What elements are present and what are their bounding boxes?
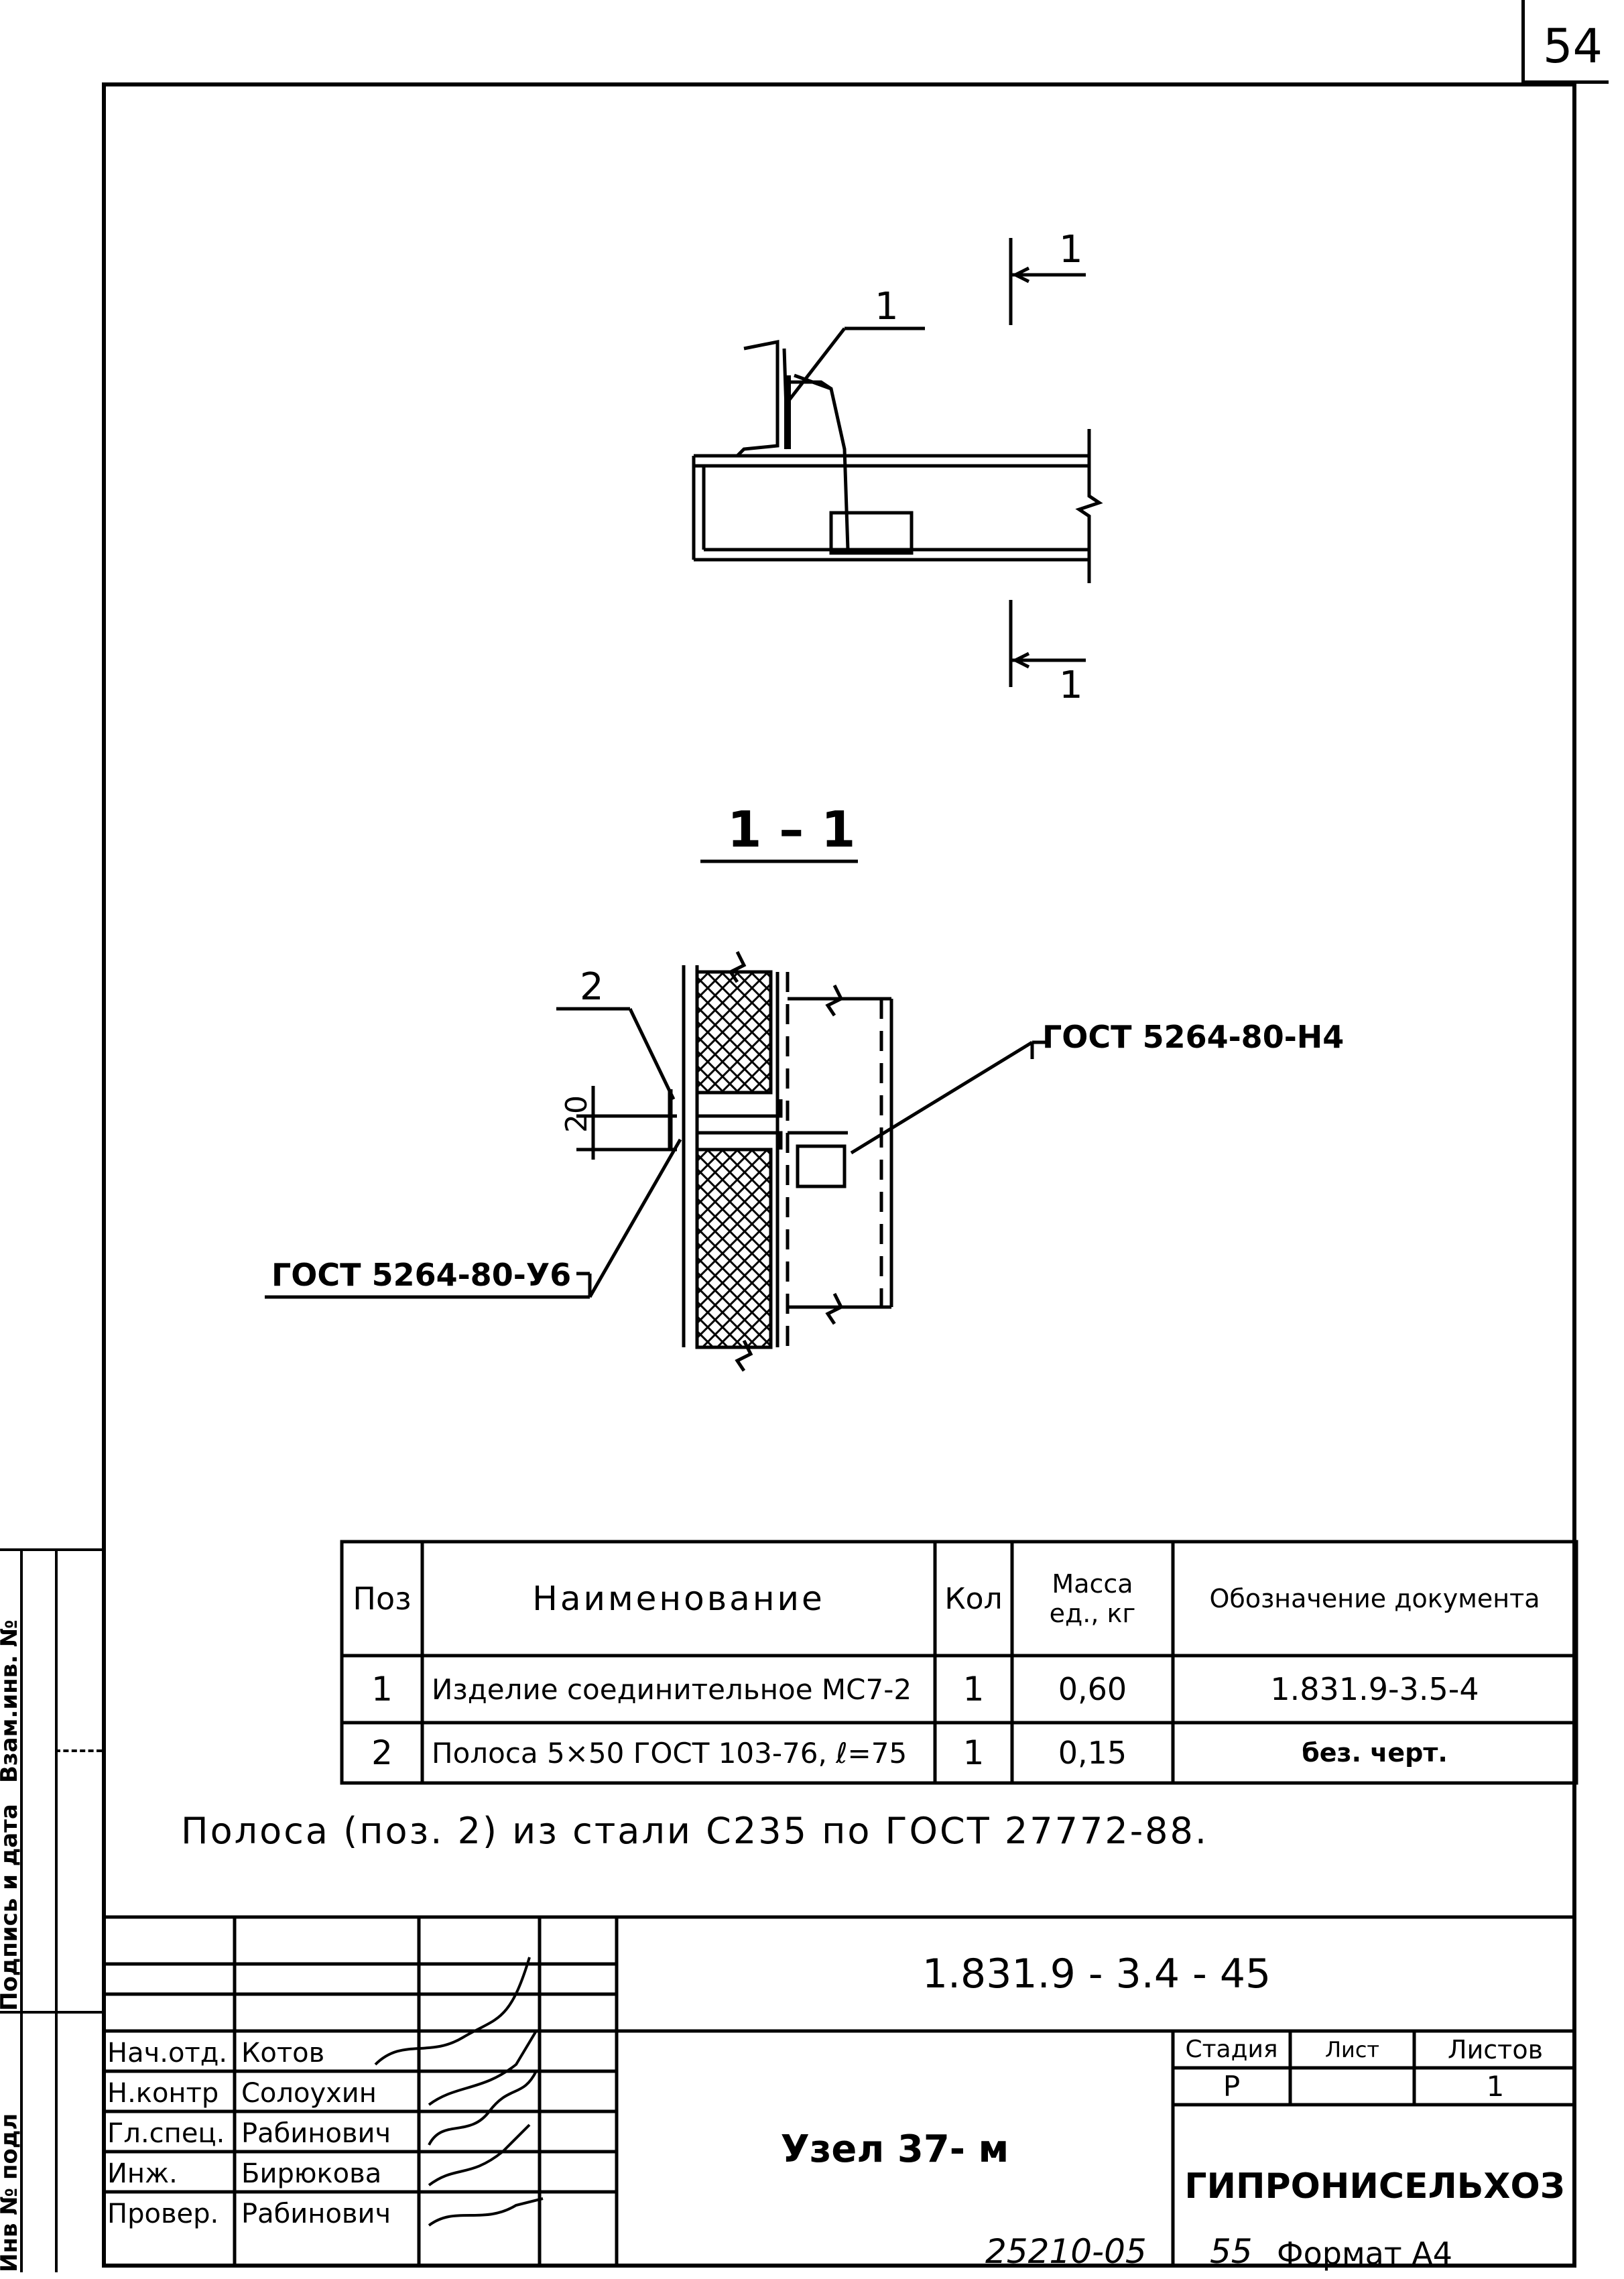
- spec-table-grid: [340, 1540, 1578, 1785]
- spec-row2-name: Полоса 5×50 ГОСТ 103-76, ℓ=75: [432, 1736, 908, 1770]
- spec-row1-name: Изделие соединительное МС7-2: [432, 1672, 912, 1706]
- callout-1: 1: [875, 285, 899, 328]
- spec-row1-doc: 1.831.9-3.5-4: [1270, 1671, 1479, 1707]
- page-number-box: [1521, 0, 1609, 84]
- name-5: Рабинович: [241, 2199, 391, 2229]
- section-title: 1 – 1: [727, 801, 856, 859]
- section-mark-top: 1: [1059, 228, 1083, 271]
- role-5: Провер.: [107, 2199, 219, 2229]
- spec-row1-qty: 1: [962, 1670, 985, 1709]
- stage-header: Стадия: [1185, 2036, 1278, 2063]
- organization: ГИПРОНИСЕЛЬХОЗ: [1184, 2166, 1565, 2207]
- spec-row1-pos: 1: [371, 1670, 393, 1709]
- spec-row2-qty: 1: [962, 1733, 985, 1772]
- spec-row2-pos: 2: [371, 1733, 393, 1772]
- role-3: Гл.спец.: [107, 2118, 225, 2149]
- spec-row1-mass: 0,60: [1058, 1671, 1127, 1707]
- spec-header-name: Наименование: [532, 1579, 825, 1618]
- plan-view: [692, 238, 1103, 863]
- role-2: Н.контр: [107, 2078, 219, 2109]
- spec-header-qty: Кол: [944, 1581, 1003, 1616]
- spec-header-doc: Обозначение документа: [1209, 1584, 1540, 1613]
- format-label: Формат A4: [1277, 2235, 1452, 2272]
- spec-row2-mass: 0,15: [1058, 1735, 1127, 1771]
- sheets-header: Листов: [1448, 2034, 1543, 2065]
- bottom-code: 25210-05: [985, 2232, 1147, 2271]
- spec-header-mass: Масса ед., кг: [1049, 1569, 1136, 1628]
- name-1: Котов: [241, 2038, 325, 2069]
- bottom-sheet-number: 55: [1210, 2232, 1253, 2271]
- section-view: [265, 950, 1046, 1372]
- document-designation: 1.831.9 - 3.4 - 45: [922, 1951, 1271, 1997]
- gost-weld-right: ГОСТ 5264-80-Н4: [1042, 1019, 1345, 1055]
- drawing-frame: [102, 82, 1576, 2268]
- stage-value: Р: [1223, 2070, 1241, 2103]
- spec-row2-doc: без. черт.: [1302, 1738, 1448, 1768]
- section-mark-bottom: 1: [1059, 664, 1083, 707]
- name-2: Солоухин: [241, 2078, 377, 2109]
- name-3: Рабинович: [241, 2118, 391, 2149]
- sheet-header: Лист: [1324, 2036, 1380, 2062]
- role-4: Инж.: [107, 2158, 178, 2189]
- gost-weld-left: ГОСТ 5264-80-У6: [271, 1257, 572, 1293]
- spec-header-pos: Поз: [353, 1581, 412, 1617]
- name-4: Бирюкова: [241, 2158, 382, 2189]
- node-title: Узел 37- м: [780, 2128, 1009, 2171]
- callout-2: 2: [580, 965, 604, 1009]
- signatures: [374, 1957, 544, 2227]
- dimension-20: 20: [560, 1095, 594, 1133]
- page-number: 54: [1543, 19, 1603, 74]
- side-stamp: [0, 1548, 102, 2272]
- material-note: Полоса (поз. 2) из стали С235 по ГОСТ 27…: [181, 1810, 1209, 1852]
- sheets-value: 1: [1486, 2070, 1505, 2103]
- title-block-grid: [102, 1915, 1576, 2268]
- role-1: Нач.отд.: [107, 2038, 228, 2069]
